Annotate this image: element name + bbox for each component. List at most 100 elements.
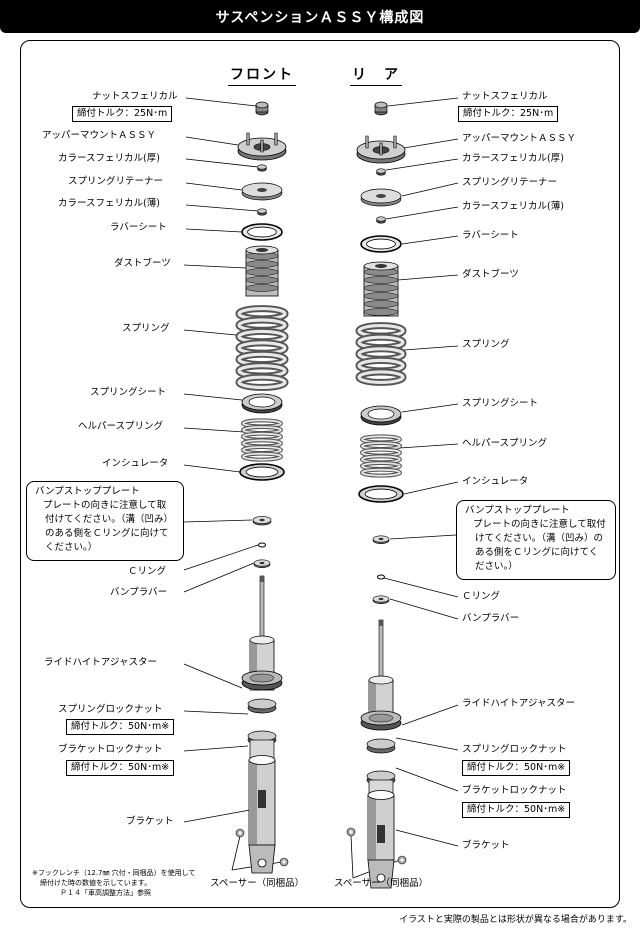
front-insulator-inner: [245, 466, 279, 478]
rear-rubber-seat-inner: [366, 238, 396, 250]
rear-label-ride-height-adjuster: ライドハイトアジャスター: [462, 698, 575, 709]
front-label-rubber-seat: ラバーシート: [110, 222, 167, 233]
rear-spring-lock-nut-top: [366, 738, 396, 750]
rear-collar-thick-top: [376, 168, 386, 174]
front-helper-spring-coil-hl: [242, 452, 282, 461]
front-spring-lock-nut-top: [247, 698, 277, 710]
front-label-spring: スプリング: [122, 323, 170, 334]
front-adjuster-inner: [249, 673, 275, 683]
front-bump-note-title: バンプストッププレート: [35, 486, 140, 497]
front-label-helper-spring: ヘルパースプリング: [78, 421, 164, 432]
rear-spring-lock-torque: 締付トルク：50N･m※: [462, 760, 571, 776]
rear-label-insulator: インシュレータ: [462, 476, 529, 487]
front-label-ride-height-adjuster: ライドハイトアジャスター: [44, 657, 157, 668]
rear-bracket-lock-torque: 締付トルク：50N･m※: [462, 802, 571, 818]
front-stud-1: [274, 132, 278, 146]
front-retainer-hole: [257, 188, 267, 192]
rear-boot-rib: [363, 276, 399, 284]
rear-boot-rib: [363, 300, 399, 308]
rear-stud-2: [379, 142, 383, 156]
rear-boot-rib: [363, 284, 399, 292]
rear-bracket-label: [377, 825, 385, 843]
front-bump-rubber-hole: [259, 561, 265, 565]
footnote-line3: Ｐ１４「車高調整方法」参照: [60, 889, 151, 897]
front-spacer-hole-1: [282, 860, 286, 864]
rear-adjuster-inner: [368, 713, 394, 723]
rear-spacer-hole-1: [400, 858, 404, 862]
rear-label-spring: スプリング: [462, 339, 510, 350]
rear-label-spacer: スペーサー（同梱品）: [334, 878, 429, 889]
front-label-nut: ナットスフェリカル: [92, 91, 178, 102]
page-title: サスペンションＡＳＳＹ構成図: [0, 0, 640, 33]
rear-title: リ ア: [350, 64, 402, 86]
front-label-spring-lock-nut: スプリングロックナット: [58, 704, 163, 715]
front-nut-torque: 締付トルク：25N･m: [72, 106, 173, 122]
rear-bump-note-title: バンプストッププレート: [465, 505, 570, 516]
rear-bracket-hole: [376, 873, 386, 883]
rear-boot-rib: [363, 292, 399, 300]
front-rod: [259, 575, 265, 641]
front-boot-rib: [245, 268, 279, 276]
front-rubber-seat-inner: [247, 226, 277, 238]
front-label-dust-boot: ダストブーツ: [114, 258, 171, 269]
rear-label-dust-boot: ダストブーツ: [462, 269, 519, 280]
rear-helper-spring-coil-hl: [361, 468, 401, 477]
rear-damper-shade: [369, 680, 376, 726]
rear-label-c-ring: Ｃリング: [462, 591, 501, 602]
front-label-bump-rubber: バンプラバー: [110, 587, 168, 598]
rear-label-nut: ナットスフェリカル: [462, 91, 548, 102]
front-bracket-shade: [249, 760, 257, 845]
front-bracket-label: [258, 790, 266, 808]
rear-label-spring-lock-nut: スプリングロックナット: [462, 744, 567, 755]
front-collar-thick-top: [257, 164, 267, 170]
front-label-bracket: ブラケット: [126, 816, 174, 827]
front-bracket-lock-nut-top: [247, 730, 277, 742]
front-stud-2: [260, 139, 264, 153]
front-bracket-hole: [257, 858, 267, 868]
front-boot-rib: [245, 260, 279, 268]
front-label-c-ring: Ｃリング: [128, 566, 167, 577]
rear-spring-seat-hole: [367, 408, 395, 420]
front-label-retainer: スプリングリテーナー: [68, 176, 164, 187]
front-spring-coil-hl: [237, 375, 287, 390]
rear-label-bump-rubber: バンプラバー: [462, 613, 520, 624]
rear-retainer-hole: [376, 194, 386, 198]
front-label-collar-thin: カラースフェリカル(薄): [58, 198, 160, 209]
rear-bump-note-body: プレートの向きに注意して取付けてください。（溝（凹み）のある側をＣリングに向けて…: [473, 519, 606, 572]
diagram-frame: [20, 40, 620, 908]
front-rod-tip: [259, 576, 265, 582]
rear-bracket-shade: [368, 795, 376, 860]
front-damper-shade: [250, 640, 257, 690]
rear-label-upper-mount: アッパーマウントＡＳＳＹ: [462, 133, 577, 144]
rear-damper-top: [368, 675, 394, 685]
rear-rod: [378, 619, 384, 681]
rear-label-bracket: ブラケット: [462, 840, 510, 851]
rear-label-collar-thin: カラースフェリカル(薄): [462, 201, 564, 212]
rear-spacer-hole-0: [349, 830, 353, 834]
front-label-collar-thick: カラースフェリカル(厚): [58, 153, 160, 164]
rear-c-ring-part: [377, 574, 385, 580]
rear-nut-torque: 締付トルク：25N･m: [458, 106, 559, 122]
rear-bump-rubber-hole: [378, 597, 384, 601]
front-bracket-lock-torque: 締付トルク：50N･m※: [66, 760, 175, 776]
front-bump-note-body: プレートの向きに注意して取付けてください。（溝（凹み）のある側をＣリングに向けて…: [43, 500, 173, 553]
front-boot-hole: [256, 248, 268, 252]
front-bracket-top: [248, 755, 276, 765]
front-damper-top: [249, 635, 275, 645]
rear-rod-tip: [378, 620, 384, 626]
rear-bump-stop-note: バンプストッププレート プレートの向きに注意して取付けてください。（溝（凹み）の…: [456, 500, 616, 580]
front-title: フロント: [228, 64, 296, 86]
rear-label-helper-spring: ヘルパースプリング: [462, 438, 548, 449]
front-label-spacer: スペーサー（同梱品）: [210, 878, 305, 889]
rear-boot-rib: [363, 308, 399, 316]
rear-stud-0: [365, 135, 369, 149]
front-bump-stop-note: バンプストッププレート プレートの向きに注意して取付けてください。（溝（凹み）の…: [26, 481, 184, 561]
footnote-line1: ※フックレンチ（12.7㎜ 穴付・同梱品）を使用して: [32, 869, 196, 877]
rear-insulator-inner: [364, 488, 398, 500]
front-bump-plate-hole: [259, 518, 265, 522]
front-c-ring-part: [258, 542, 266, 548]
rear-label-spring-seat: スプリングシート: [462, 398, 539, 409]
rear-bracket-top: [367, 790, 395, 800]
rear-stud-1: [393, 135, 397, 149]
